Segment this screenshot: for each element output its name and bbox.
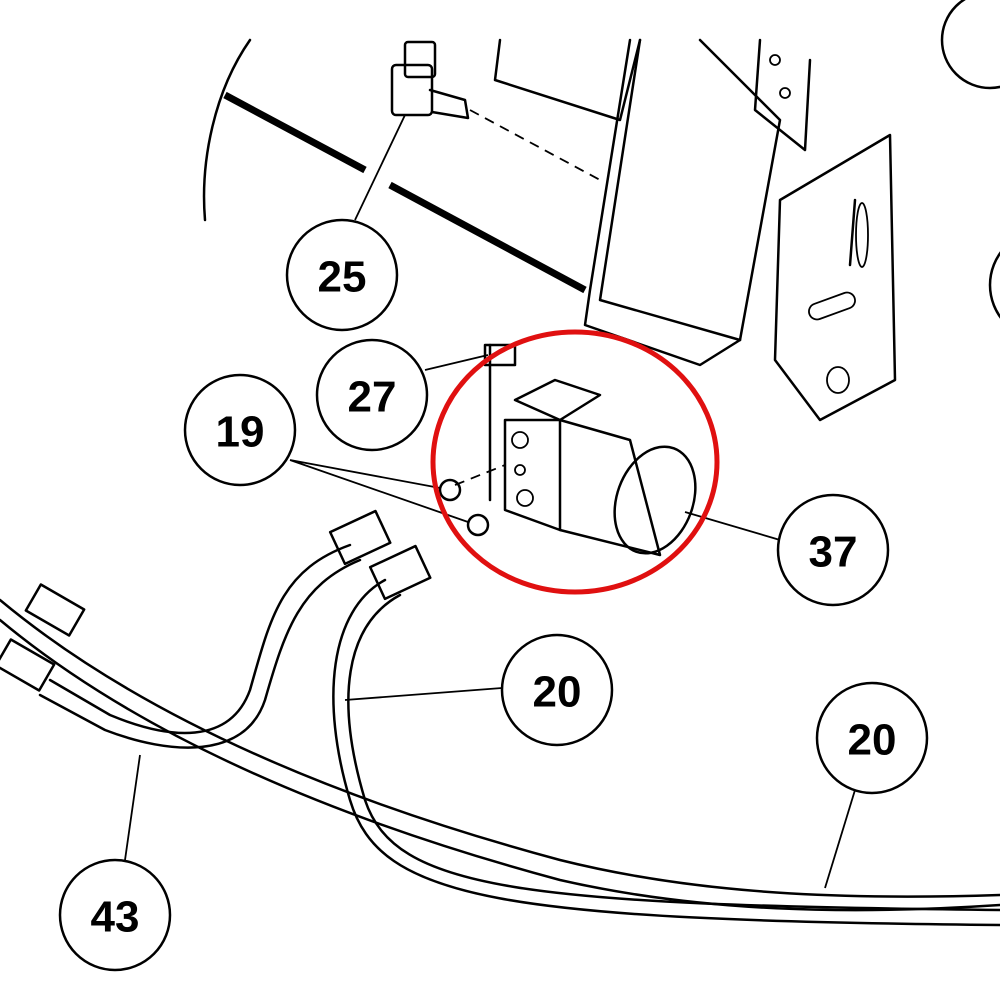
highlight-circle bbox=[430, 329, 720, 595]
valve-fitting bbox=[390, 40, 601, 181]
svg-text:19: 19 bbox=[216, 408, 265, 457]
partial-callout bbox=[940, 0, 1000, 90]
leader-lines bbox=[124, 114, 856, 889]
solenoid-part bbox=[438, 343, 697, 557]
callout-20[interactable]: 20 bbox=[500, 633, 614, 747]
svg-text:20: 20 bbox=[533, 668, 582, 717]
callout-43[interactable]: 43 bbox=[58, 858, 172, 972]
callout-25[interactable]: 25 bbox=[285, 218, 399, 332]
callout-20[interactable]: 20 bbox=[815, 681, 929, 795]
callout-19[interactable]: 19 bbox=[183, 373, 297, 487]
partial-callout bbox=[988, 251, 1000, 319]
svg-text:37: 37 bbox=[809, 528, 858, 577]
svg-text:25: 25 bbox=[318, 253, 367, 302]
svg-text:43: 43 bbox=[91, 893, 140, 942]
svg-text:27: 27 bbox=[348, 373, 397, 422]
callout-27[interactable]: 27 bbox=[315, 338, 429, 452]
svg-text:20: 20 bbox=[848, 716, 897, 765]
hoses bbox=[0, 509, 1000, 927]
machine-frame bbox=[202, 38, 897, 422]
callout-37[interactable]: 37 bbox=[776, 493, 890, 607]
